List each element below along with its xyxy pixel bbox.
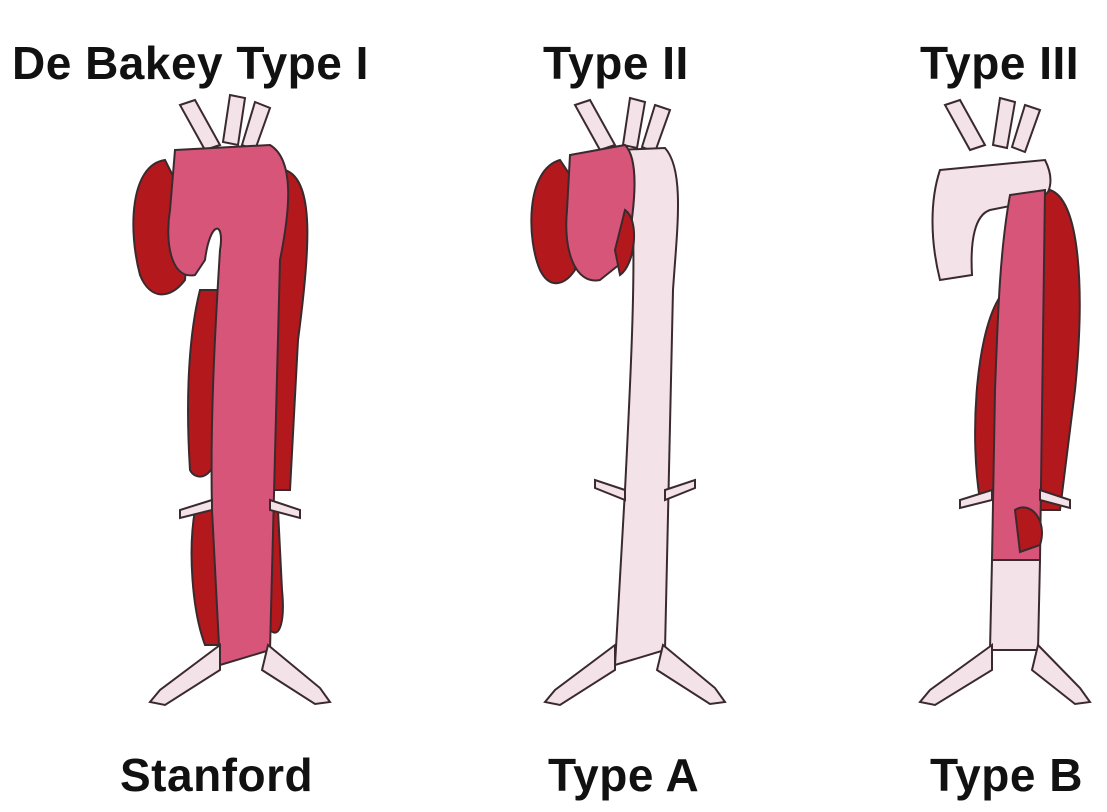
type-2-label: Type II [543,40,689,86]
dissected-lumen-region [168,145,288,665]
type-a-label: Type A [548,752,699,798]
debakey-type-1-label: De Bakey Type I [12,40,369,86]
type-3-label: Type III [920,40,1079,86]
aorta-type3-illustration [880,90,1100,710]
stanford-label: Stanford [120,752,313,798]
dissected-lumen-region [992,190,1045,560]
aorta-type1-illustration [120,90,340,710]
type-b-label: Type B [930,752,1083,798]
aorta-type2-illustration [515,90,735,710]
